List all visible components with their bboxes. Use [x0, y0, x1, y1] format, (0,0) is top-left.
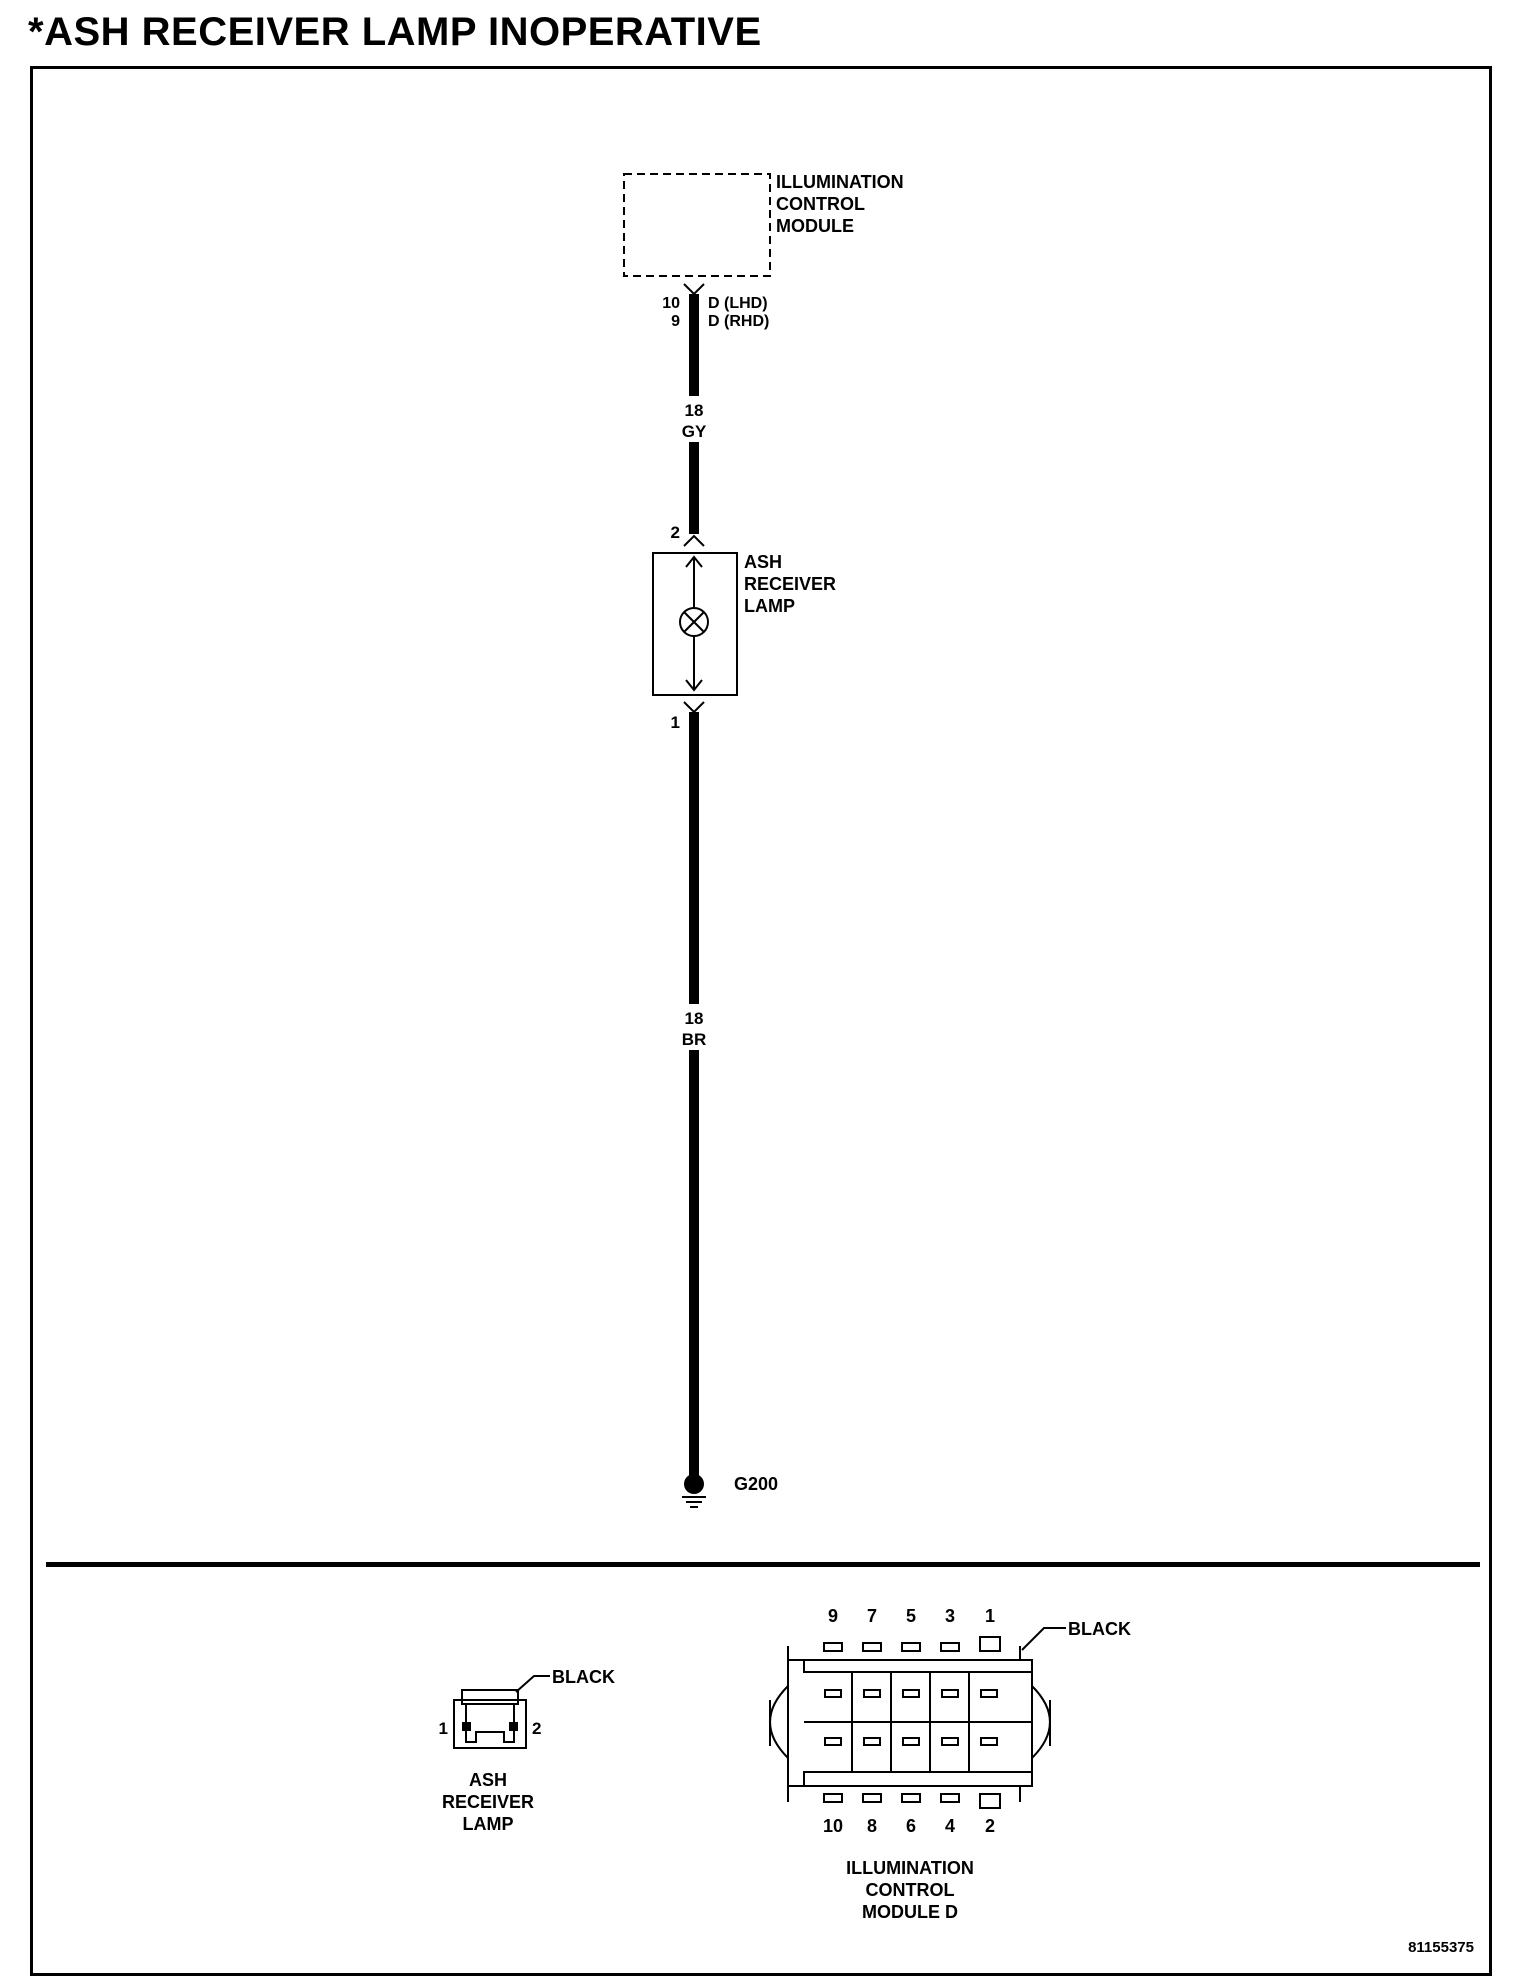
module-connector-right-latch: [1031, 1685, 1051, 1759]
module-connector-label-2: CONTROL: [866, 1880, 955, 1900]
lamp-connector-pin-2: 2: [532, 1719, 541, 1738]
module-connector-top-tab-1: [979, 1636, 1001, 1652]
lamp-connector-pin-1: 1: [439, 1719, 448, 1738]
module-connector-slot-8: [863, 1737, 881, 1746]
wire-lower-gauge: 18: [685, 1009, 704, 1028]
module-connector-slot-10: [824, 1737, 842, 1746]
page-title: *ASH RECEIVER LAMP INOPERATIVE: [28, 10, 762, 54]
lamp-connector-terminal-1: [462, 1722, 471, 1731]
lamp-connector-label-2: RECEIVER: [442, 1792, 534, 1812]
module-connector-slot-3: [941, 1689, 959, 1698]
lamp-connector-terminal-2: [509, 1722, 518, 1731]
ash-receiver-lamp-box: [652, 552, 738, 696]
module-connector-color: BLACK: [1068, 1619, 1131, 1639]
lamp-top-connector-chevron: [683, 534, 705, 547]
module-connector-color-leader: [1021, 1627, 1066, 1651]
lamp-internal-arrow-top: [685, 555, 703, 568]
wire-upper-gy: [689, 294, 699, 396]
module-connector-top-tab-5: [901, 1642, 921, 1652]
module-connector-pin-4: 4: [945, 1816, 955, 1836]
lamp-label-line-2: RECEIVER: [744, 574, 836, 594]
illumination-module-connector-view: 9 7 5 3 1 10 8 6 4 2 BLACK ILLUMINATION …: [769, 1606, 1131, 1922]
wire-upper-color: GY: [682, 422, 707, 441]
module-connector-slot-5: [902, 1689, 920, 1698]
module-pin-10: 10: [662, 295, 680, 312]
module-connector-top-tab-7: [862, 1642, 882, 1652]
module-connector-pin-10: 10: [823, 1816, 843, 1836]
wire-lower-br-lower: [689, 1050, 699, 1476]
ash-receiver-lamp-connector-view: 1 2 BLACK ASH RECEIVER LAMP: [439, 1667, 615, 1834]
module-connector-slot-4: [941, 1737, 959, 1746]
module-connector-bottom-tab-10: [823, 1793, 843, 1803]
module-connector-pin-6: 6: [906, 1816, 916, 1836]
lamp-connector-color: BLACK: [552, 1667, 615, 1687]
figure-id: 81155375: [1408, 1939, 1474, 1956]
module-connector-slot-6: [902, 1737, 920, 1746]
module-connector-pin-1: 1: [985, 1606, 995, 1626]
module-connector-bottom-tab-2: [979, 1793, 1001, 1809]
module-connector-pin-5: 5: [906, 1606, 916, 1626]
lamp-pin-2: 2: [671, 523, 680, 542]
module-connector-label-1: ILLUMINATION: [846, 1858, 974, 1878]
module-label-line-1: ILLUMINATION: [776, 172, 904, 192]
module-connector-bottom-tab-8: [862, 1793, 882, 1803]
module-connector-slot-2: [980, 1737, 998, 1746]
wire-lower-color: BR: [682, 1030, 707, 1049]
module-connector-pin-9: 9: [828, 1606, 838, 1626]
module-connector-bottom-tab-4: [940, 1793, 960, 1803]
lamp-connector-latch: [461, 1689, 519, 1705]
lamp-internal-arrow-bottom: [685, 679, 703, 692]
module-label-line-3: MODULE: [776, 216, 854, 236]
lamp-label-line-3: LAMP: [744, 596, 795, 616]
wire-upper-gauge: 18: [685, 401, 704, 420]
diagram-frame: [30, 66, 1492, 1976]
lamp-connector-inner-outline: [465, 1704, 515, 1743]
wire-upper-gy-lower: [689, 442, 699, 534]
module-connector-slot-7: [863, 1689, 881, 1698]
lamp-connector-label-3: LAMP: [463, 1814, 514, 1834]
module-pin-label-lhd: D (LHD): [708, 295, 768, 312]
lamp-bottom-connector-chevron: [683, 701, 705, 714]
module-label-line-2: CONTROL: [776, 194, 865, 214]
lamp-connector-body: [453, 1699, 527, 1749]
module-connector-pin-3: 3: [945, 1606, 955, 1626]
lamp-pin-1: 1: [671, 713, 680, 732]
lamp-connector-color-leader: [515, 1675, 550, 1693]
module-connector-left-latch: [769, 1685, 789, 1759]
lamp-label-line-1: ASH: [744, 552, 782, 572]
module-connector-chevron: [683, 283, 705, 296]
module-connector-top-tab-3: [940, 1642, 960, 1652]
module-connector-top-tab-9: [823, 1642, 843, 1652]
module-connector-pin-8: 8: [867, 1816, 877, 1836]
module-connector-label-3: MODULE D: [862, 1902, 958, 1922]
ground-splice-dot: [684, 1474, 704, 1494]
module-connector-slot-1: [980, 1689, 998, 1698]
module-connector-bottom-tab-6: [901, 1793, 921, 1803]
illumination-module-box: [623, 173, 771, 277]
module-connector-pin-2: 2: [985, 1816, 995, 1836]
module-connector-pin-7: 7: [867, 1606, 877, 1626]
lamp-bulb-cross-2: [683, 611, 705, 633]
wire-lower-br: [689, 712, 699, 1004]
section-divider: [46, 1562, 1480, 1567]
module-connector-slot-9: [824, 1689, 842, 1698]
module-pin-9: 9: [671, 313, 680, 330]
ground-label: G200: [734, 1474, 778, 1494]
module-pin-label-rhd: D (RHD): [708, 313, 769, 330]
lamp-connector-label-1: ASH: [469, 1770, 507, 1790]
